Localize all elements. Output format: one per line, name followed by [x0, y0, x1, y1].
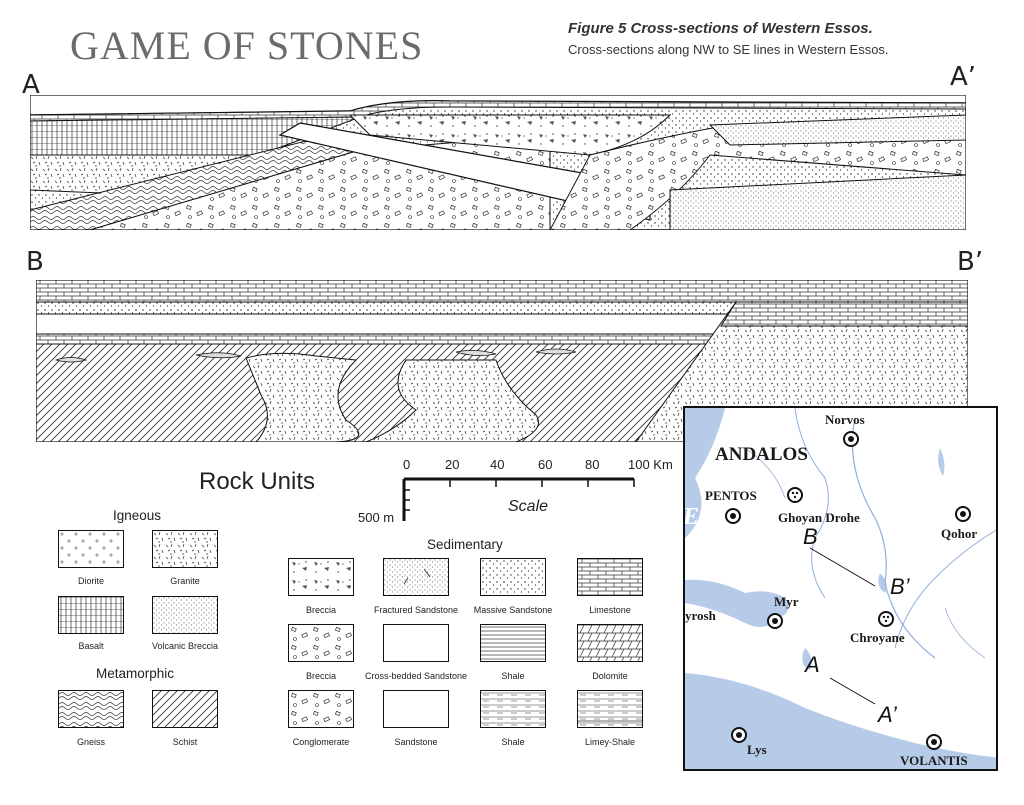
conglomerate-swatch	[288, 690, 354, 728]
breccia-2-swatch	[288, 624, 354, 662]
basalt-swatch	[58, 596, 124, 634]
scale-tick-100: 100 Km	[628, 457, 673, 472]
line-a-start-label: A	[805, 652, 820, 677]
inset-map: ANDALOS Norvos PENTOS Ghoyan Drohe Qohor…	[683, 406, 998, 771]
scale-vertical-label: 500 m	[358, 510, 395, 525]
dolomite-caption: Dolomite	[592, 671, 628, 681]
schist-swatch	[152, 690, 218, 728]
map-terrain	[685, 408, 996, 769]
granite-caption: Granite	[170, 576, 200, 586]
dolomite-swatch	[577, 624, 643, 662]
city-label-tyrosh-fragment: yrosh	[685, 608, 716, 623]
city-label-norvos: Norvos	[825, 412, 865, 427]
shale-caption: Shale	[501, 671, 525, 681]
logo-text: GAME OF STONES	[70, 23, 424, 68]
section-b-end-label: B’	[957, 247, 984, 277]
cross-section-a	[30, 95, 966, 230]
limestone-swatch	[577, 558, 643, 596]
cross-bedded-sandstone-caption: Cross-bedded Sandstone	[364, 671, 468, 681]
scale-tick-40: 40	[490, 457, 505, 472]
cross-bedded-sandstone-swatch	[383, 624, 449, 662]
granite-swatch	[152, 530, 218, 568]
limestone-caption: Limestone	[589, 605, 631, 615]
limey-shale-caption: Limey-Shale	[584, 737, 636, 747]
city-label-pentos: PENTOS	[705, 488, 757, 503]
section-b-start-label: B	[26, 247, 44, 277]
breccia-2-caption: Breccia	[305, 671, 336, 681]
volcanic-breccia-swatch	[152, 596, 218, 634]
gneiss-swatch	[58, 690, 124, 728]
schist-caption: Schist	[172, 737, 198, 747]
city-label-volantis: VOLANTIS	[900, 753, 968, 768]
section-a-end-label: A’	[950, 62, 977, 92]
line-b-start-label: B	[803, 524, 818, 549]
fractured-sandstone-swatch	[383, 558, 449, 596]
breccia-caption: Breccia	[305, 605, 336, 615]
city-label-myr: Myr	[774, 594, 799, 609]
scale-tick-60: 60	[538, 457, 553, 472]
volcanic-breccia-caption: Volcanic Breccia	[151, 641, 219, 651]
sea-label-fragment-ow: OW	[683, 538, 719, 563]
massive-sandstone-caption: Massive Sandstone	[473, 605, 553, 615]
sandstone-caption: Sandstone	[394, 737, 438, 747]
shale-swatch	[480, 624, 546, 662]
scale-word: Scale	[508, 498, 549, 515]
limey-shale-swatch	[577, 690, 643, 728]
city-label-chroyane: Chroyane	[850, 630, 905, 645]
city-label-lys: Lys	[747, 742, 767, 757]
shale-2-swatch	[480, 690, 546, 728]
breccia-swatch	[288, 558, 354, 596]
metamorphic-heading: Metamorphic	[96, 666, 175, 681]
line-b-end-label: B’	[890, 574, 910, 599]
city-label-qohor: Qohor	[941, 526, 978, 541]
massive-sandstone-swatch	[480, 558, 546, 596]
diorite-swatch	[58, 530, 124, 568]
igneous-heading: Igneous	[113, 508, 162, 523]
sandstone-swatch	[383, 690, 449, 728]
map-region-label: ANDALOS	[715, 444, 808, 465]
sea-label-fragment-e: E	[683, 504, 700, 530]
game-of-stones-logo: GAME OF STONES	[70, 22, 423, 69]
scale-tick-0: 0	[403, 457, 411, 472]
scale-tick-80: 80	[585, 457, 600, 472]
fractured-sandstone-caption: Fractured Sandstone	[373, 605, 459, 615]
city-label-ghoyan-drohe: Ghoyan Drohe	[778, 510, 860, 525]
sedimentary-heading: Sedimentary	[427, 537, 503, 552]
figure-title: Figure 5 Cross-sections of Western Essos…	[568, 20, 873, 37]
basalt-caption: Basalt	[78, 641, 104, 651]
scale-tick-20: 20	[445, 457, 460, 472]
section-a-start-label: A	[22, 70, 40, 100]
conglomerate-caption: Conglomerate	[292, 737, 350, 747]
diorite-caption: Diorite	[77, 576, 104, 586]
shale-2-caption: Shale	[501, 737, 525, 747]
scale-bar	[402, 477, 635, 521]
line-a-end-label: A’	[878, 702, 897, 727]
figure-subtitle: Cross-sections along NW to SE lines in W…	[568, 42, 889, 57]
rock-units-title: Rock Units	[199, 468, 316, 495]
gneiss-caption: Gneiss	[76, 737, 105, 747]
